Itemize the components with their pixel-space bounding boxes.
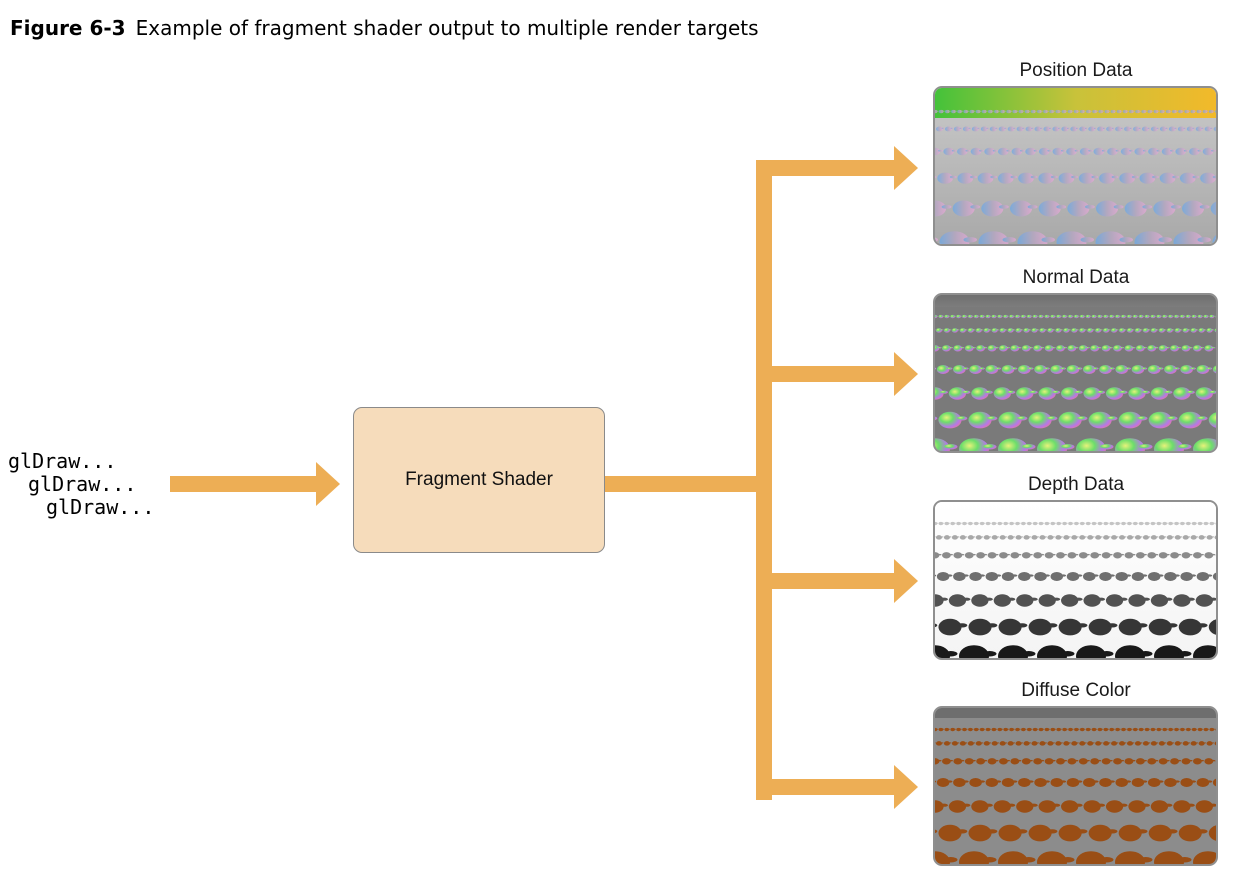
input-arrow-head	[316, 462, 340, 506]
position-data-image	[933, 86, 1218, 246]
normal-data-image	[933, 293, 1218, 453]
branch-position-shaft	[756, 160, 898, 176]
target-label-normal: Normal Data	[1022, 267, 1130, 288]
fragment-shader-label: Fragment Shader	[405, 469, 553, 490]
figure-number: Figure 6-3	[10, 16, 126, 40]
figure-caption: Figure 6-3 Example of fragment shader out…	[10, 16, 759, 40]
diffuse-color-image	[933, 706, 1218, 866]
branch-depth-head	[894, 559, 918, 603]
vertical-bus	[756, 160, 772, 800]
figure-title: Example of fragment shader output to mul…	[135, 16, 759, 40]
depth-data-image	[933, 500, 1218, 660]
draw-call-line-3: glDraw...	[46, 495, 155, 519]
input-arrow-shaft	[170, 476, 322, 492]
target-label-position: Position Data	[1019, 60, 1133, 81]
branch-normal-shaft	[756, 366, 898, 382]
branch-diffuse-head	[894, 765, 918, 809]
branch-diffuse-shaft	[756, 779, 898, 795]
shader-output-shaft	[605, 476, 772, 492]
fragment-shader-box: Fragment Shader	[353, 407, 605, 553]
draw-call-line-1: glDraw...	[8, 449, 117, 473]
branch-depth-shaft	[756, 573, 898, 589]
target-label-depth: Depth Data	[1027, 474, 1125, 495]
branch-position-head	[894, 146, 918, 190]
branch-normal-head	[894, 352, 918, 396]
target-label-diffuse: Diffuse Color	[1021, 680, 1131, 701]
draw-call-line-2: glDraw...	[28, 472, 137, 496]
